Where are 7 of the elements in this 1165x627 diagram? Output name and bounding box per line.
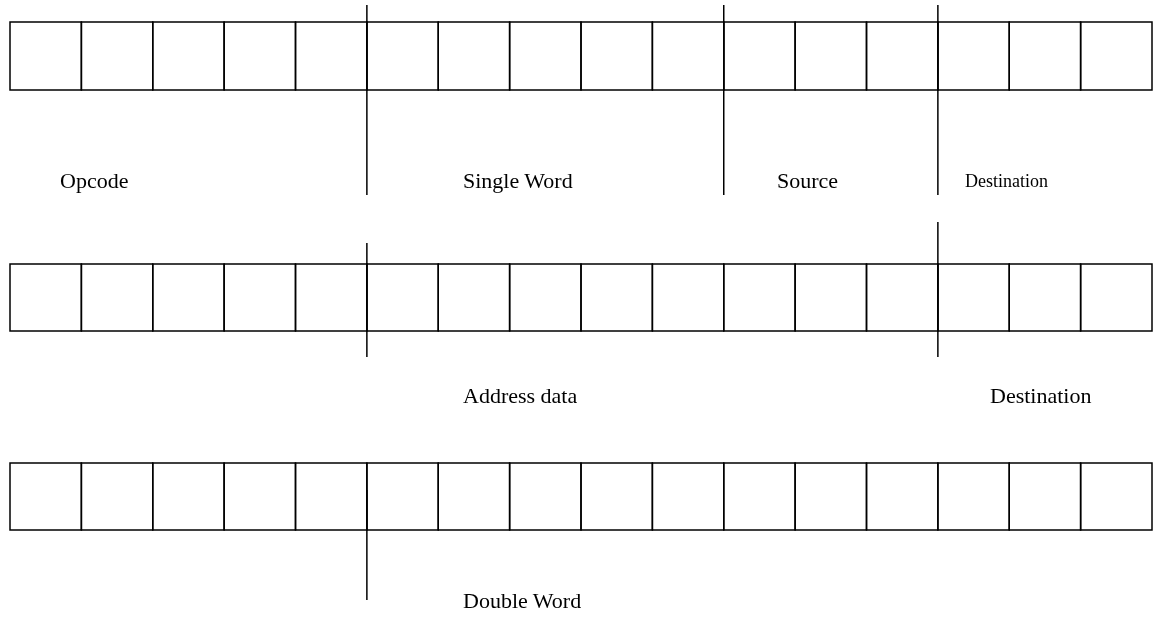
field-label: Destination (990, 385, 1092, 407)
field-label: Address data (463, 385, 578, 407)
field-label: Double Word (463, 590, 582, 612)
field-label: Opcode (60, 170, 129, 192)
field-label: Destination (965, 172, 1048, 190)
field-label: Source (777, 170, 839, 192)
field-label: Single Word (463, 170, 573, 192)
